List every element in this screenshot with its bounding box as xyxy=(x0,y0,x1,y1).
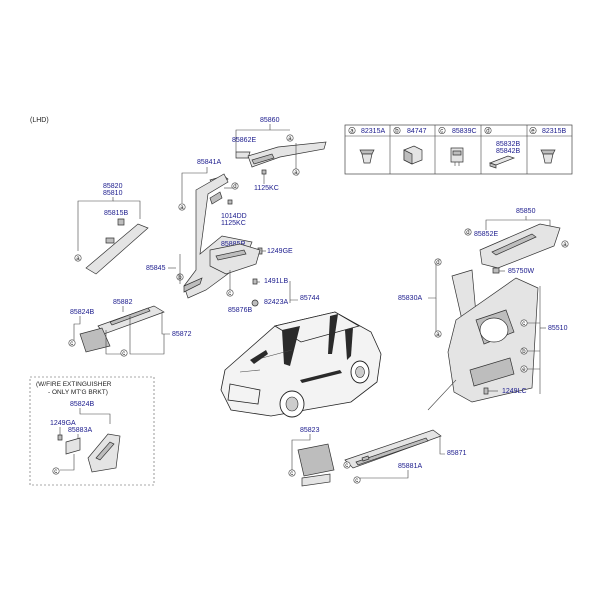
fire-extinguisher-bracket-box: (W/FIRE EXTINGUISHER - ONLY MT'G BRKT) 8… xyxy=(29,376,155,486)
label-85876B: 85876B xyxy=(228,307,252,314)
front-scuff-plate-part xyxy=(97,305,165,335)
svg-text:e: e xyxy=(522,367,526,373)
label-85860: 85860 xyxy=(260,117,280,124)
label-85885R: 85885R xyxy=(221,241,246,248)
svg-text:a: a xyxy=(288,136,292,142)
windshield-pillar-trim-part xyxy=(85,223,149,275)
vehicle-illustration xyxy=(220,311,382,418)
label-85823: 85823 xyxy=(300,427,320,434)
rear-scuff-assembly: 85823 c c 85871 85881A c xyxy=(288,427,467,487)
label-85824B: 85824B xyxy=(70,309,94,316)
svg-text:d: d xyxy=(233,184,236,190)
label-1125KC-mid: 1125KC xyxy=(221,220,246,227)
label-82423A: 82423A xyxy=(264,299,288,306)
front-scuff-assembly: 85882 85824B c c 85872 xyxy=(68,299,192,357)
lower-pillar-trim-part xyxy=(209,243,261,275)
note-line1: (W/FIRE EXTINGUISHER xyxy=(36,381,112,388)
label-85744: 85744 xyxy=(300,295,320,302)
legend-code-82315A: 82315A xyxy=(361,128,385,135)
fastener-icon xyxy=(403,145,423,165)
center-pillar-trim-part xyxy=(183,173,253,299)
roof-side-trim-part xyxy=(247,141,327,168)
svg-text:c: c xyxy=(54,469,57,475)
legend-code-85842B: 85842B xyxy=(496,148,520,155)
svg-text:c: c xyxy=(290,471,293,477)
label-1491LB: 1491LB xyxy=(264,278,288,285)
label-85872: 85872 xyxy=(172,331,192,338)
svg-text:d: d xyxy=(436,260,439,266)
svg-text:a: a xyxy=(436,332,440,338)
svg-text:a: a xyxy=(76,256,80,262)
legend-letter-a: a xyxy=(350,129,354,135)
label-85882: 85882 xyxy=(113,299,133,306)
roof-trim-assembly: 85860 a 85862E a 1125KC xyxy=(232,117,327,192)
svg-text:c: c xyxy=(122,351,125,357)
lhd-label: (LHD) xyxy=(30,117,49,124)
svg-text:a: a xyxy=(180,205,184,211)
label-1125KC-top: 1125KC xyxy=(254,185,279,192)
windshield-pillar-assembly: 85820 85810 85815B a xyxy=(74,183,149,275)
svg-text:a: a xyxy=(294,170,298,176)
extinguisher-bracket-part xyxy=(65,437,81,455)
label-85750W: 85750W xyxy=(508,268,534,275)
rear-side-trim-part xyxy=(297,443,335,477)
svg-text:c: c xyxy=(522,321,525,327)
label-85881A: 85881A xyxy=(398,463,422,470)
legend-code-82315B: 82315B xyxy=(542,128,566,135)
label-1014DD: 1014DD xyxy=(221,213,247,220)
legend-code-85839C: 85839C xyxy=(452,128,477,135)
label-85845: 85845 xyxy=(146,265,166,272)
label-85830A: 85830A xyxy=(398,295,422,302)
label-85850: 85850 xyxy=(516,208,536,215)
label-85824B-box: 85824B xyxy=(70,401,94,408)
roof-clip-part xyxy=(235,151,251,159)
svg-text:c: c xyxy=(345,463,348,469)
legend-letter-c: c xyxy=(440,129,443,135)
svg-text:a: a xyxy=(563,242,567,248)
svg-text:c: c xyxy=(228,291,231,297)
legend-letter-b: b xyxy=(395,129,399,135)
label-1249GE: 1249GE xyxy=(267,248,293,255)
rear-pillar-upper-trim-part xyxy=(479,223,561,269)
bracket-icon xyxy=(488,155,516,169)
rear-quarter-trim-assembly: 85850 85852E d a 85750W 85830A d a 85510… xyxy=(398,208,569,411)
front-pillar-trim-assembly: 85841A a d 1014DD 1125KC 85885R 1249GE 8… xyxy=(146,159,320,314)
legend-code-85832B: 85832B xyxy=(496,141,520,148)
svg-text:c: c xyxy=(355,478,358,484)
fastener-legend-table: a 82315A b 84747 c 85839C d 85832B 85842… xyxy=(344,124,573,175)
note-line2: - ONLY MT'G BRKT) xyxy=(48,389,108,396)
label-85815B: 85815B xyxy=(104,210,128,217)
label-85820: 85820 xyxy=(103,183,123,190)
clip-icon xyxy=(450,147,464,166)
clip-icon xyxy=(359,149,375,164)
label-1249LC: 1249LC xyxy=(502,388,527,395)
label-85852E: 85852E xyxy=(474,231,498,238)
legend-letter-d: d xyxy=(486,129,489,135)
legend-letter-e: e xyxy=(531,129,535,135)
svg-text:c: c xyxy=(70,341,73,347)
svg-text:d: d xyxy=(466,230,469,236)
clip-icon xyxy=(540,149,556,164)
legend-code-84747: 84747 xyxy=(407,128,427,135)
label-85510: 85510 xyxy=(548,325,568,332)
label-85810: 85810 xyxy=(103,190,123,197)
cowl-side-trim-part xyxy=(79,327,111,353)
label-85841A: 85841A xyxy=(197,159,221,166)
label-1249GA: 1249GA xyxy=(50,420,76,427)
label-85871: 85871 xyxy=(447,450,467,457)
label-85862E: 85862E xyxy=(232,137,256,144)
svg-text:b: b xyxy=(522,349,526,355)
label-85883A: 85883A xyxy=(68,427,92,434)
